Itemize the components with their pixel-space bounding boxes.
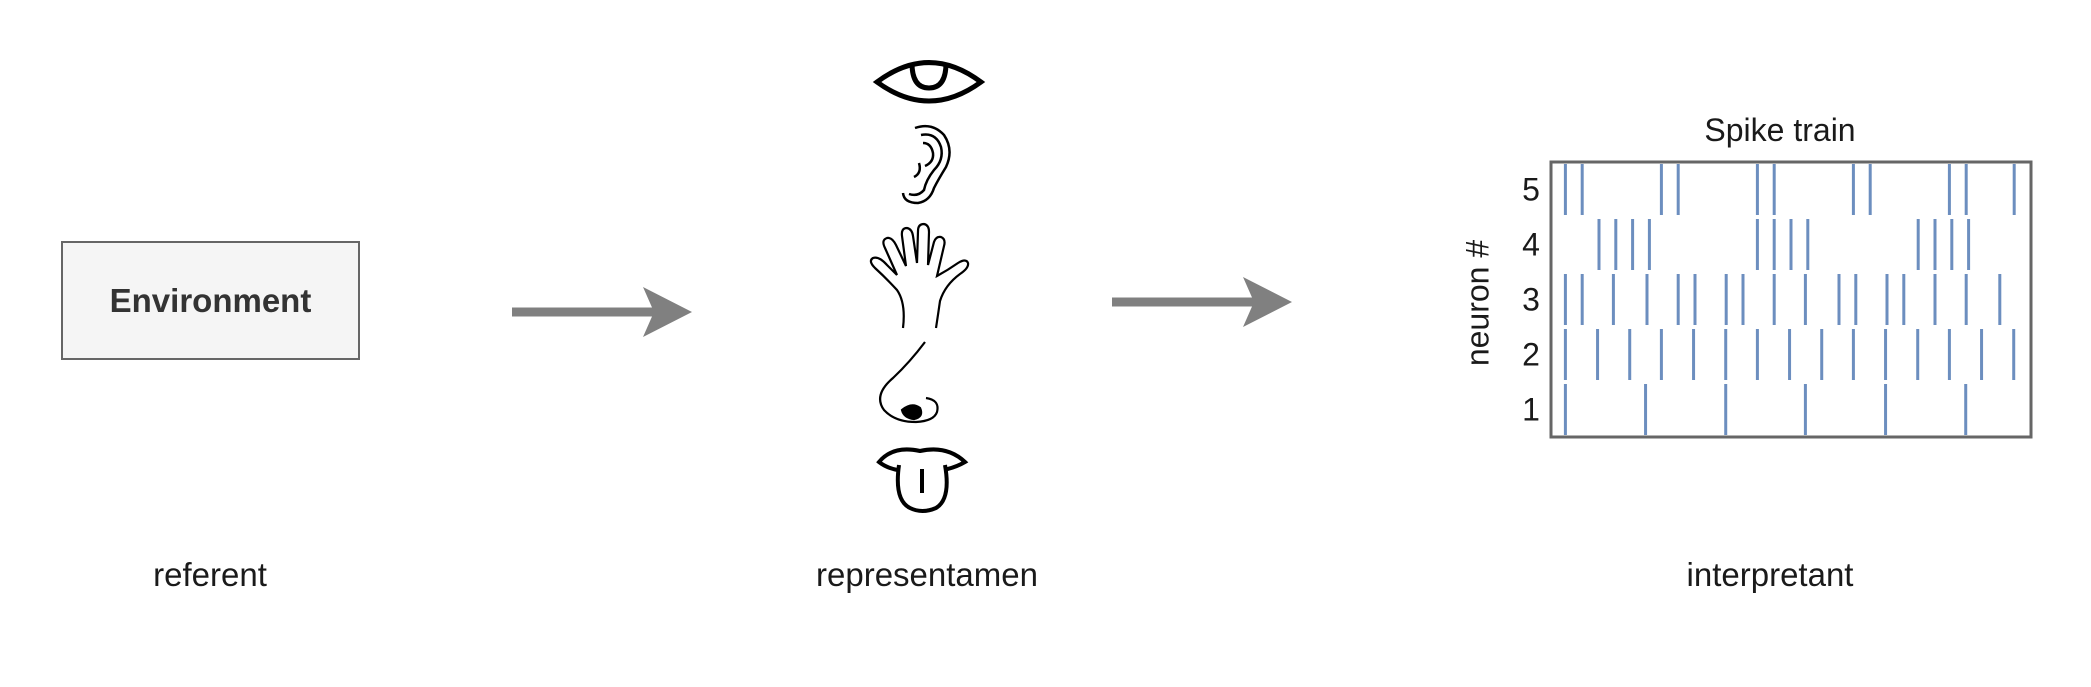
arrow-representamen-to-interpretant bbox=[1112, 277, 1292, 327]
ytick-3: 3 bbox=[1522, 281, 1540, 317]
caption-interpretant: interpretant bbox=[1686, 556, 1854, 593]
arrow-referent-to-representamen bbox=[512, 287, 692, 337]
ytick-2: 2 bbox=[1522, 336, 1540, 372]
nose-icon bbox=[879, 341, 939, 424]
ytick-1: 1 bbox=[1522, 391, 1540, 427]
chart-frame bbox=[1549, 160, 2033, 439]
chart-title: Spike train bbox=[1704, 112, 1856, 148]
ytick-4: 4 bbox=[1522, 226, 1540, 262]
eye-icon bbox=[872, 60, 986, 104]
environment-box: Environment bbox=[61, 241, 360, 360]
chart-ylabel: neuron # bbox=[1459, 239, 1496, 367]
hand-icon bbox=[869, 222, 970, 329]
tongue-icon bbox=[876, 447, 969, 513]
ear-icon bbox=[901, 124, 951, 205]
spike-train-chart bbox=[1549, 160, 2033, 439]
caption-referent: referent bbox=[153, 556, 267, 593]
ytick-5: 5 bbox=[1522, 171, 1540, 207]
environment-label: Environment bbox=[109, 281, 312, 319]
caption-representamen: representamen bbox=[816, 556, 1038, 593]
